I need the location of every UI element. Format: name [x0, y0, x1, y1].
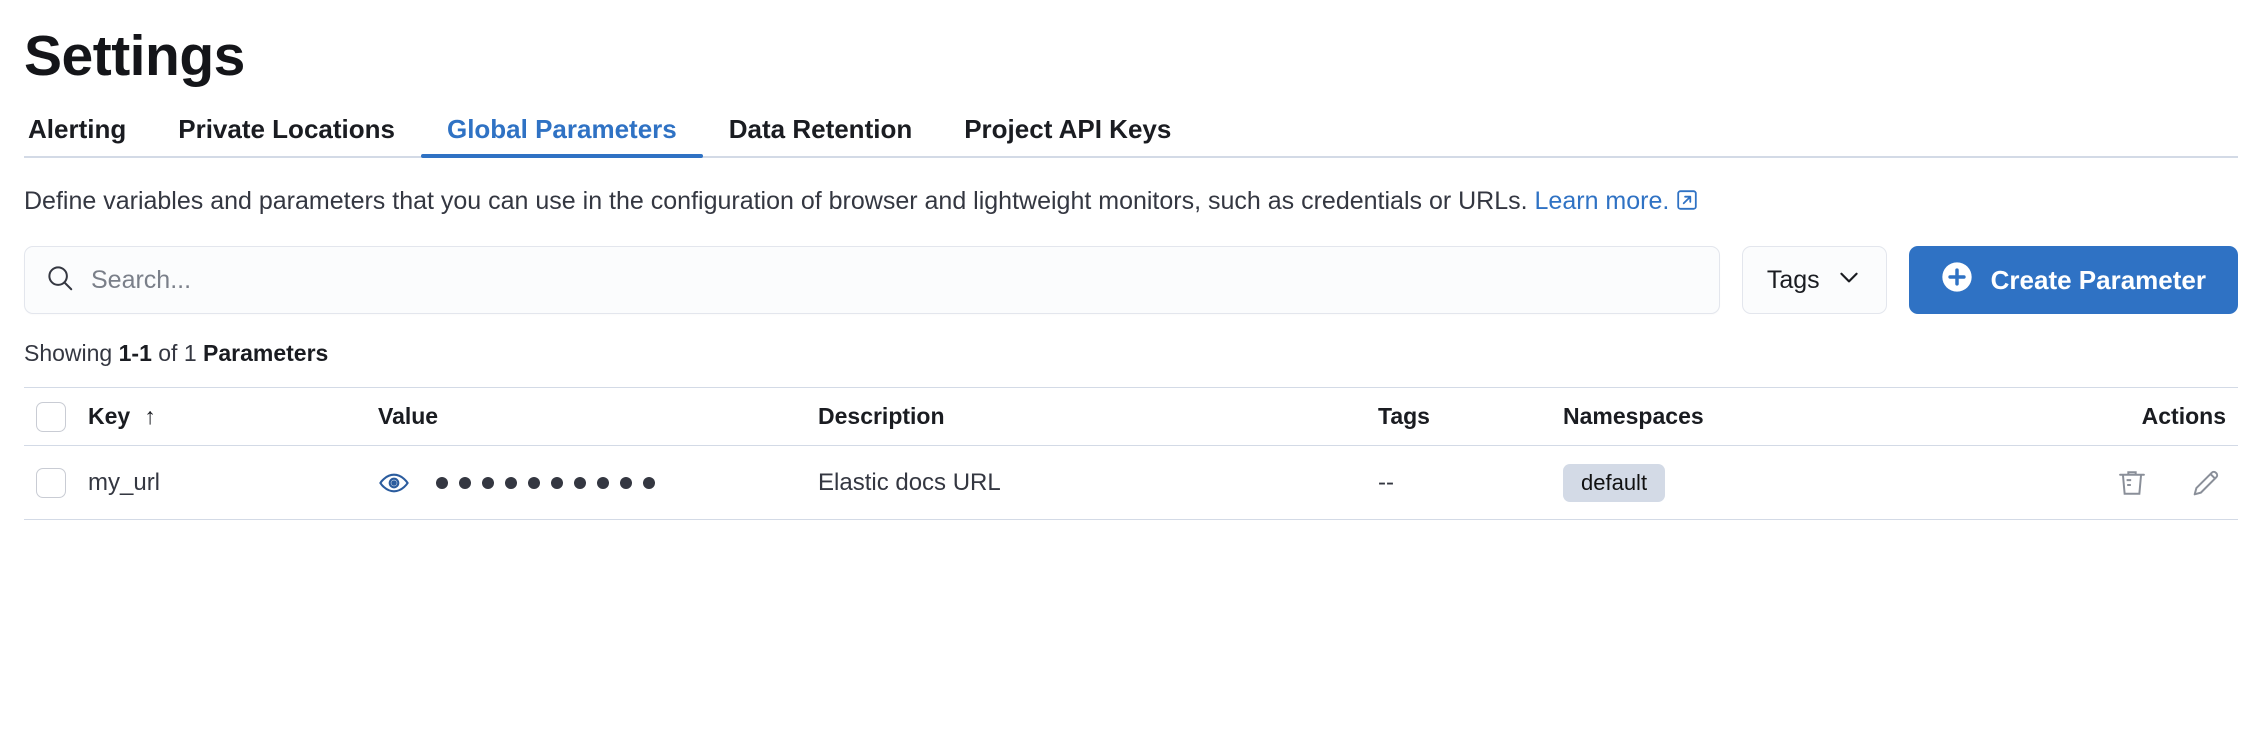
- cell-tags: --: [1378, 468, 1394, 496]
- eye-icon[interactable]: [378, 467, 410, 499]
- search-input[interactable]: [91, 265, 1699, 295]
- column-value: Value: [378, 403, 439, 429]
- tags-filter-button[interactable]: Tags: [1741, 246, 1887, 314]
- mask-dot: [620, 476, 632, 489]
- mask-dot: [574, 476, 586, 489]
- tab-private-locations[interactable]: Private Locations: [178, 114, 395, 144]
- column-tags: Tags: [1378, 403, 1430, 429]
- create-parameter-label: Create Parameter: [1990, 264, 2206, 295]
- namespace-badge: default: [1563, 463, 1666, 502]
- results-range: 1-1: [118, 340, 152, 366]
- column-key-label: Key: [88, 403, 131, 429]
- tab-project-api-keys[interactable]: Project API Keys: [964, 114, 1172, 144]
- mask-dot: [505, 476, 517, 489]
- masked-value: [436, 476, 655, 489]
- column-key[interactable]: Key ↑: [88, 403, 378, 430]
- arrow-up-icon: ↑: [144, 403, 156, 429]
- page-description: Define variables and parameters that you…: [24, 184, 2238, 220]
- column-description: Description: [818, 403, 945, 429]
- column-actions: Actions: [2141, 403, 2226, 429]
- table-row: my_url Elastic docs URL --: [24, 445, 2238, 519]
- cell-value: [378, 467, 818, 499]
- table-bottom-divider: [24, 519, 2238, 520]
- trash-icon[interactable]: [2112, 463, 2152, 503]
- results-entity: Parameters: [203, 340, 329, 366]
- tab-global-parameters[interactable]: Global Parameters: [420, 116, 703, 158]
- cell-actions: [2048, 463, 2238, 503]
- plus-circle-icon: [1941, 261, 1973, 300]
- results-count: Showing 1-1 of 1 Parameters: [24, 342, 2238, 365]
- toolbar: Tags Create Parameter: [24, 246, 2238, 314]
- results-middle: of 1: [151, 340, 204, 366]
- page-title: Settings: [24, 24, 245, 88]
- select-all-checkbox[interactable]: [36, 401, 66, 432]
- cell-namespaces: default: [1563, 463, 2048, 502]
- table-header-row: Key ↑ Value Description Tags Namespaces …: [24, 387, 2238, 445]
- mask-dot: [551, 476, 563, 489]
- cell-description: Elastic docs URL: [818, 468, 1001, 496]
- mask-dot: [643, 476, 655, 489]
- tags-filter-label: Tags: [1766, 265, 1820, 294]
- search-box[interactable]: [24, 246, 1720, 314]
- mask-dot: [459, 476, 471, 489]
- mask-dot: [436, 476, 448, 489]
- learn-more-link[interactable]: Learn more.: [1534, 187, 1670, 215]
- column-namespaces: Namespaces: [1563, 403, 1704, 429]
- tab-alerting[interactable]: Alerting: [28, 114, 127, 144]
- mask-dot: [528, 476, 540, 489]
- description-text: Define variables and parameters that you…: [24, 187, 1528, 215]
- mask-dot: [482, 476, 494, 489]
- row-select-checkbox[interactable]: [36, 467, 66, 498]
- tab-data-retention[interactable]: Data Retention: [728, 114, 913, 144]
- create-parameter-button[interactable]: Create Parameter: [1908, 246, 2238, 314]
- row-select-cell: [24, 467, 88, 498]
- pencil-icon[interactable]: [2186, 463, 2226, 503]
- results-prefix: Showing: [24, 340, 119, 366]
- chevron-down-icon: [1836, 264, 1862, 297]
- select-all-cell: [24, 401, 88, 432]
- settings-tabs: Alerting Private Locations Global Parame…: [24, 92, 2238, 158]
- external-link-icon: [1676, 186, 1698, 220]
- mask-dot: [597, 476, 609, 489]
- cell-key: my_url: [88, 468, 161, 496]
- parameters-table: Key ↑ Value Description Tags Namespaces …: [24, 387, 2238, 520]
- search-icon: [45, 263, 75, 298]
